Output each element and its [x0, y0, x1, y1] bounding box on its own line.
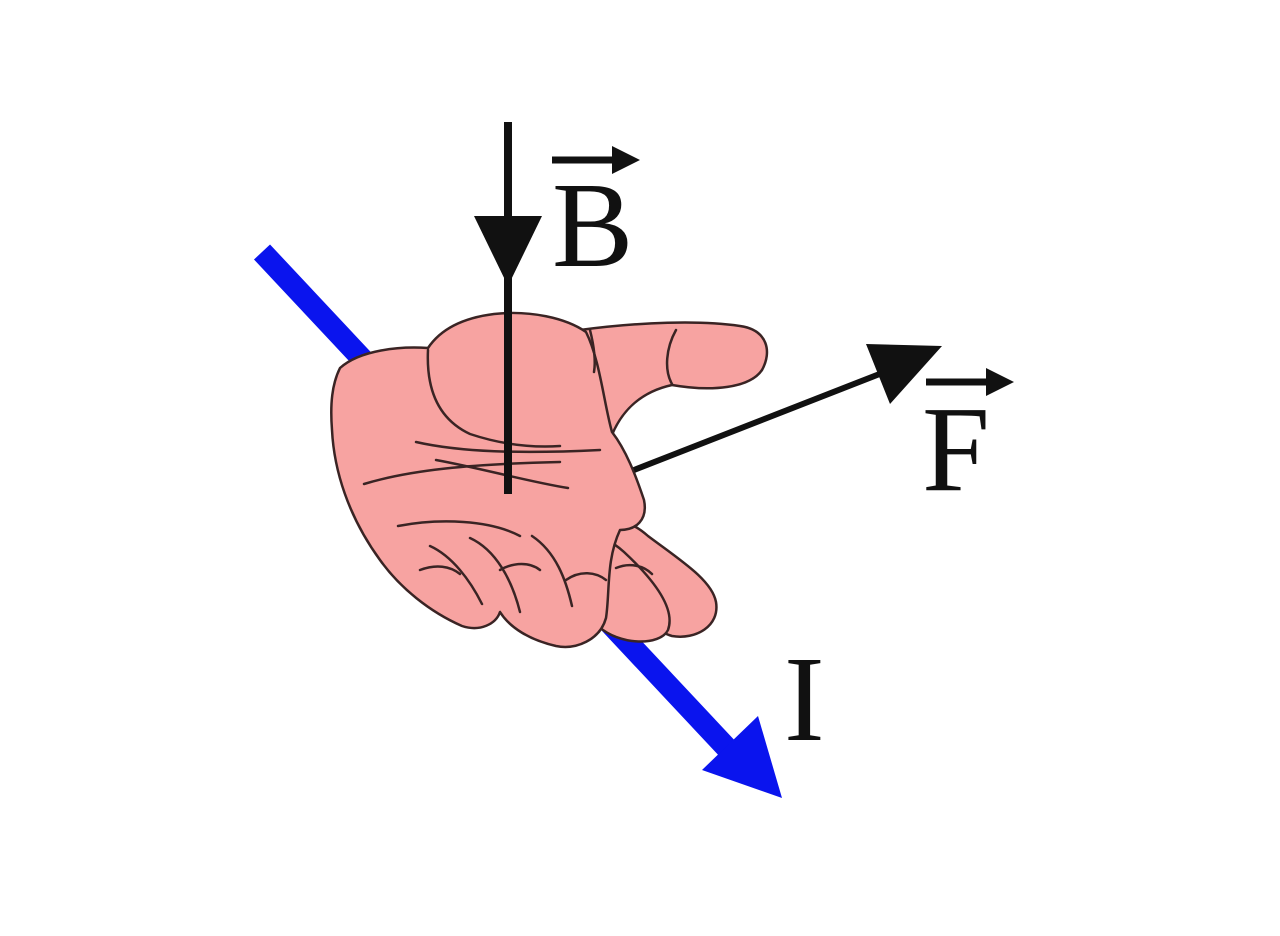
field-label-text: B	[552, 158, 633, 293]
vector-marker-icon-head	[986, 368, 1014, 396]
hand-thumb-crease	[665, 328, 678, 386]
hand-knuckle-3	[564, 572, 608, 582]
hand-finger-line-1	[428, 544, 484, 606]
field-arrow-head	[474, 216, 542, 286]
force-arrow-head	[866, 344, 942, 404]
hand-crease-3	[362, 460, 562, 486]
vector-marker-icon-head	[612, 146, 640, 174]
hand-thumb-crease-2	[588, 328, 597, 374]
hand-icon	[330, 311, 769, 649]
force-arrow	[632, 344, 942, 473]
hand-crease-2	[414, 440, 602, 454]
field-label: B	[552, 146, 640, 293]
hand-finger-line-3	[530, 534, 574, 608]
hand-finger-line-2	[468, 536, 522, 614]
hand-crease-5	[396, 520, 522, 538]
hand-crease-1	[426, 348, 562, 448]
hand-knuckle-4	[614, 563, 654, 576]
hand-knuckle-2	[498, 562, 542, 572]
hand-thumb	[578, 321, 769, 442]
current-arrow-head	[702, 716, 782, 798]
force-label-text: F	[922, 382, 990, 517]
hand-knuckle-1	[418, 565, 462, 576]
current-label: I	[784, 632, 825, 767]
force-arrow-shaft	[632, 363, 902, 473]
field-arrow	[474, 122, 542, 494]
force-label: F	[922, 368, 1014, 517]
